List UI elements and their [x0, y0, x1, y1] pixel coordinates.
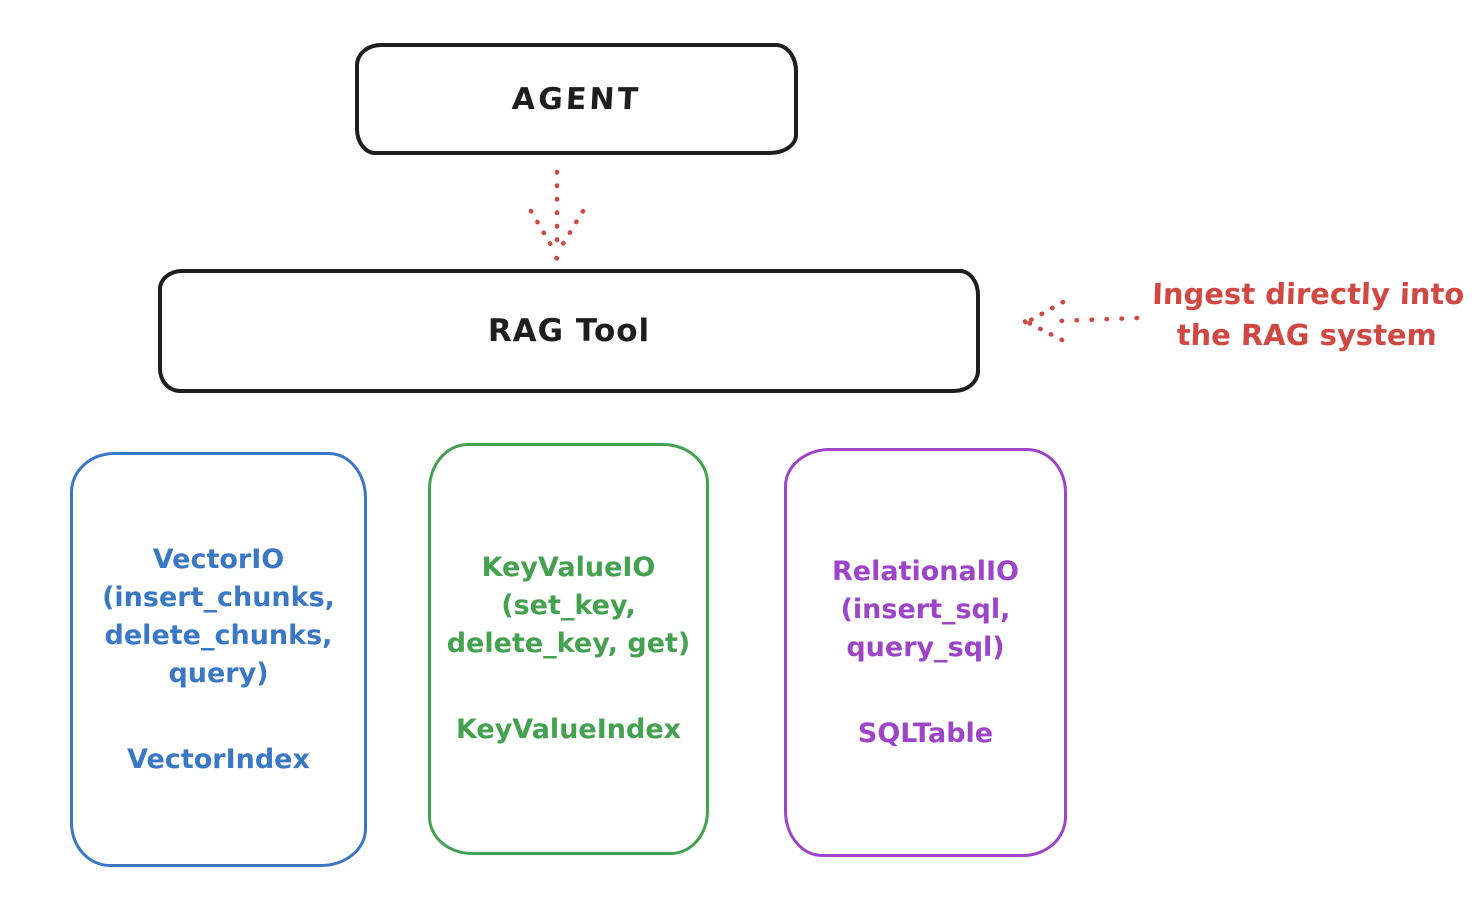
arrow-head-left [528, 208, 558, 255]
annotation-to-rag-tool-arrow [1022, 299, 1140, 343]
arrow-head-right [555, 208, 586, 255]
vector-index-label: VectorIndex [127, 743, 310, 775]
arrow-head-top [1026, 299, 1066, 324]
vector-io-label: VectorIO (insert_chunks, delete_chunks, … [102, 543, 335, 689]
ingest-annotation: Ingest directly into the RAG system [1151, 277, 1465, 352]
arrow-head-bottom [1026, 320, 1065, 343]
vector-io-box: VectorIO (insert_chunks, delete_chunks, … [70, 452, 367, 867]
rag-tool-box: RAG Tool [158, 269, 980, 393]
sqltable-label: SQLTable [857, 717, 994, 749]
keyvalue-io-box: KeyValueIO (set_key, delete_key, get) Ke… [428, 443, 709, 855]
agent-to-rag-tool-arrow [528, 169, 586, 261]
keyvalue-index-label: KeyValueIndex [455, 714, 682, 745]
relational-io-box: RelationalIO (insert_sql, query_sql) SQL… [784, 448, 1067, 857]
relational-io-label: RelationalIO (insert_sql, query_sql) [832, 555, 1019, 663]
agent-label: AGENT [511, 81, 642, 117]
arrow-shaft [1055, 315, 1140, 324]
agent-box: AGENT [355, 43, 798, 155]
keyvalue-io-label: KeyValueIO (set_key, delete_key, get) [446, 552, 691, 659]
rag-tool-label: RAG Tool [487, 313, 651, 349]
